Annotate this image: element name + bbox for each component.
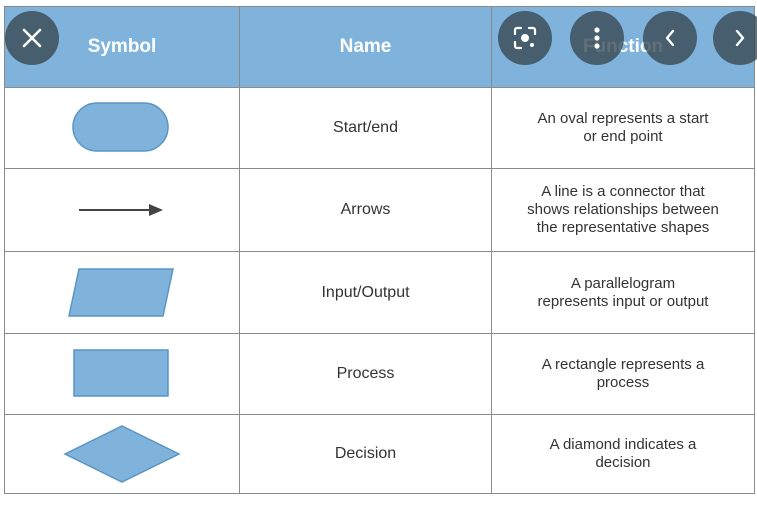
- lens-search-icon: [513, 26, 537, 50]
- function-line: shows relationships between: [527, 201, 719, 218]
- symbol-name: Input/Output: [240, 252, 492, 333]
- function-line: A line is a connector that: [541, 183, 705, 200]
- oval-shape: [72, 102, 169, 152]
- function-line: A parallelogram: [570, 274, 676, 292]
- symbol-name: Process: [240, 334, 492, 414]
- previous-button[interactable]: [643, 11, 697, 65]
- header-symbol: Symbol: [5, 7, 240, 87]
- diamond-shape: [63, 425, 181, 483]
- function-line: An oval represents a start: [537, 110, 709, 127]
- chevron-right-icon: [735, 29, 745, 47]
- rectangle-shape: [73, 349, 169, 397]
- symbol-cell: [5, 88, 240, 168]
- more-vert-icon: [594, 27, 600, 49]
- function-line: A diamond indicates a: [549, 436, 697, 453]
- function-line: process: [596, 374, 650, 391]
- symbol-cell: [5, 252, 240, 333]
- table-row: Input/Output A parallelogram represents …: [5, 251, 754, 333]
- table-row: Start/end An oval represents a start or …: [5, 87, 754, 168]
- symbol-cell: [5, 415, 240, 493]
- symbol-name: Decision: [240, 415, 492, 493]
- symbol-cell: [5, 169, 240, 251]
- function-line: the representative shapes: [536, 219, 710, 236]
- lens-search-button[interactable]: [498, 11, 552, 65]
- symbol-function: An oval represents a start or end point: [492, 88, 754, 168]
- flowchart-symbols-table: Symbol Name Function Start/end An oval r…: [4, 6, 755, 494]
- table-row: Arrows A line is a connector that shows …: [5, 168, 754, 251]
- next-button[interactable]: [713, 11, 757, 65]
- symbol-cell: [5, 334, 240, 414]
- function-line: or end point: [583, 128, 663, 145]
- close-button[interactable]: [5, 11, 59, 65]
- symbol-function: A diamond indicates a decision: [492, 415, 754, 493]
- symbol-name: Start/end: [240, 88, 492, 168]
- table-header: Symbol Name Function: [5, 7, 754, 87]
- header-name: Name: [240, 7, 492, 87]
- function-line: A rectangle represents a: [541, 356, 705, 373]
- symbol-function: A line is a connector that shows relatio…: [492, 169, 754, 251]
- arrow-shape: [79, 204, 163, 216]
- symbol-name: Arrows: [240, 169, 492, 251]
- function-line: decision: [595, 454, 651, 471]
- table-row: Process A rectangle represents a process: [5, 333, 754, 414]
- symbol-function: A parallelogram represents input or outp…: [492, 252, 754, 333]
- symbol-function: A rectangle represents a process: [492, 334, 754, 414]
- parallelogram-shape: [68, 267, 174, 317]
- more-options-button[interactable]: [570, 11, 624, 65]
- table-row: Decision A diamond indicates a decision: [5, 414, 754, 493]
- close-icon: [22, 28, 42, 48]
- chevron-left-icon: [665, 29, 675, 47]
- function-line: represents input or output: [537, 292, 709, 310]
